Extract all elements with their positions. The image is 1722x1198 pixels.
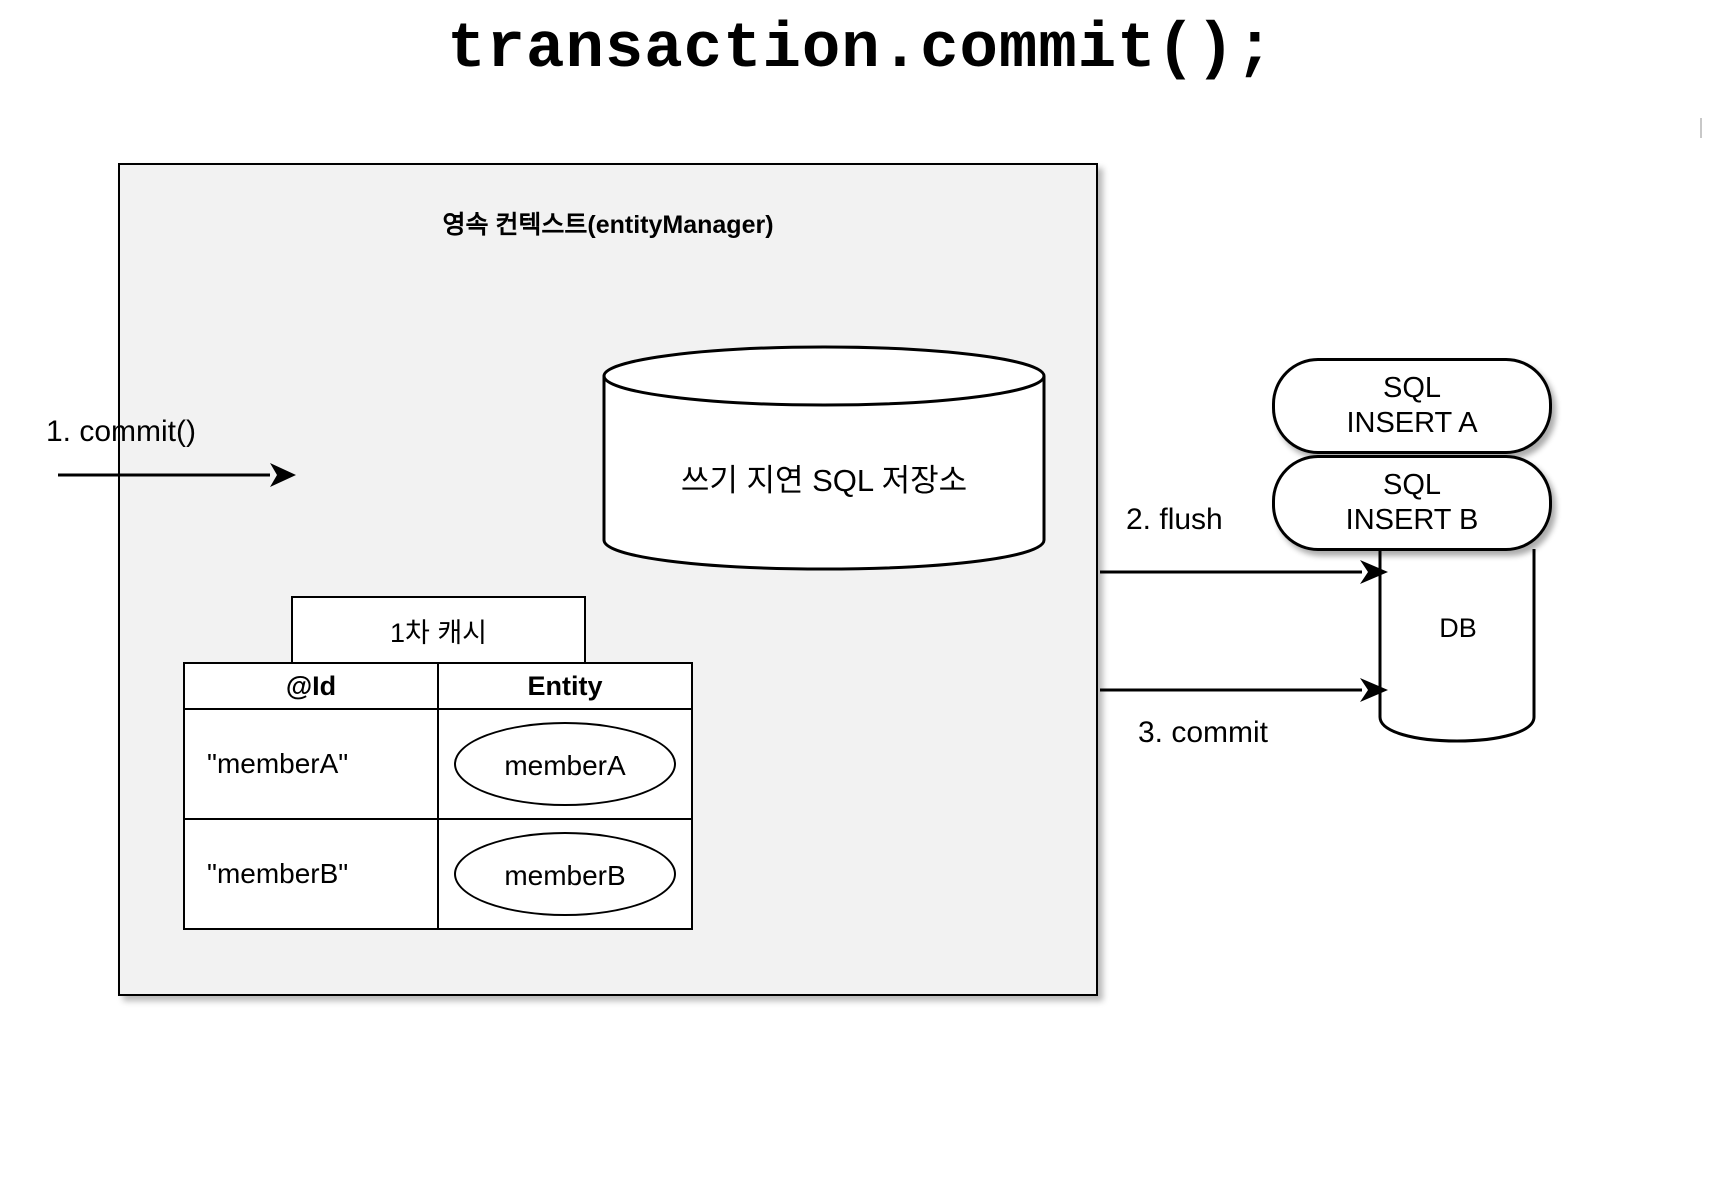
column-header-entity: Entity — [437, 662, 693, 710]
entity-oval: memberB — [454, 832, 676, 916]
sql-insert-a-pill: SQL INSERT A — [1272, 358, 1552, 454]
sql-insert-b-pill: SQL INSERT B — [1272, 455, 1552, 551]
cell-entity: memberA — [437, 708, 693, 820]
cell-entity: memberB — [437, 818, 693, 930]
cell-id: "memberB" — [183, 818, 439, 930]
arrow-label-commit: 1. commit() — [46, 415, 196, 448]
sql-pill-line1: SQL — [1382, 468, 1442, 501]
page-edge-rule — [1700, 118, 1702, 138]
sql-pill-line2: INSERT A — [1346, 407, 1478, 439]
arrow-flush-to-db — [1100, 558, 1390, 586]
arrow-commit-to-context — [58, 455, 298, 495]
persistence-context-label: 영속 컨텍스트(entityManager) — [442, 211, 774, 239]
write-behind-sql-store-label: 쓰기 지연 SQL 저장소 — [680, 463, 968, 498]
database-cylinder — [1378, 545, 1538, 745]
arrow-commit-to-db — [1100, 676, 1390, 704]
table-row: "memberA" memberA — [183, 708, 693, 820]
entity-oval: memberA — [454, 722, 676, 806]
database-label: DB — [1439, 613, 1477, 643]
sql-pill-line2: INSERT B — [1345, 504, 1479, 536]
write-behind-sql-store-cylinder — [601, 344, 1047, 572]
column-header-id: @Id — [183, 662, 439, 710]
table-row: "memberB" memberB — [183, 818, 693, 930]
sql-pill-line1: SQL — [1382, 371, 1442, 404]
arrow-label-commit3: 3. commit — [1138, 716, 1269, 749]
first-level-cache-caption: 1차 캐시 — [291, 596, 586, 664]
cell-id: "memberA" — [183, 708, 439, 820]
page-title: transaction.commit(); — [447, 14, 1275, 86]
arrow-label-flush: 2. flush — [1126, 503, 1223, 536]
table-header-row: @Id Entity — [183, 662, 693, 710]
first-level-cache-table: @Id Entity "memberA" memberA "memberB" m… — [183, 662, 693, 930]
